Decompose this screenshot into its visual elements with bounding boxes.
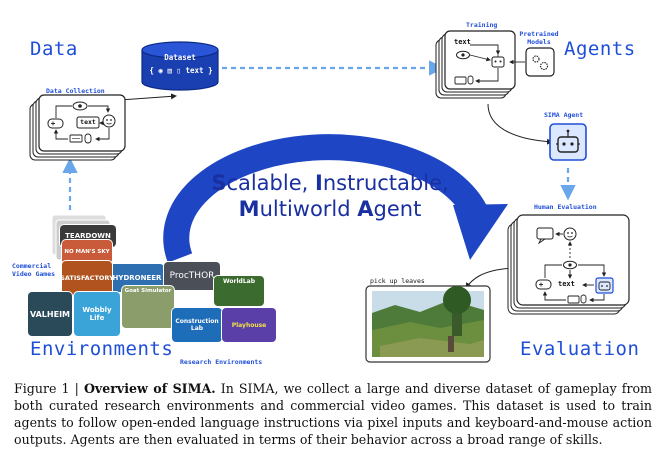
cap-a: A [357, 197, 374, 221]
training-card [435, 30, 516, 99]
tile-wobbly: Wobbly Life [74, 292, 120, 336]
word-multiworld: ultiworld [259, 197, 358, 221]
center-title: Scalable, Instructable, Multiworld Agent [196, 170, 464, 222]
cap-m: M [238, 197, 260, 221]
eval-keyboard-mouse-icon [567, 294, 587, 304]
cycle-arrow [163, 134, 508, 263]
center-title-line-2: Multiworld Agent [196, 196, 464, 222]
speech-bubble-icon [536, 227, 554, 245]
label-agents: Agents [564, 38, 636, 60]
caption-bold: Overview of SIMA. [83, 381, 216, 396]
data-collection-text: text [80, 118, 96, 126]
figure-caption: Figure 1 | Overview of SIMA. In SIMA, we… [14, 380, 652, 448]
caption-body: In SIMA, we collect a large and diverse … [14, 381, 652, 447]
label-pick-up-leaves: pick up leaves [370, 277, 425, 285]
eval-face-icon [563, 227, 577, 241]
training-robot-icon [491, 54, 505, 68]
sima-overview-diagram: Dataset { ◉ ▤ ▯ text } text text text Da… [12, 21, 640, 366]
label-environments: Environments [30, 338, 174, 360]
brace-close-icon: } [208, 66, 213, 75]
label-evaluation: Evaluation [520, 338, 640, 360]
mouse-glyph-icon: ▯ [176, 66, 181, 75]
label-research-envs: Research Environments [180, 358, 263, 366]
training-eye-icon [456, 50, 470, 60]
keyboard-mouse-icon [69, 133, 92, 144]
tile-worldlab: WorldLab [214, 276, 264, 306]
sima-robot-icon [556, 129, 580, 153]
training-keyboard-mouse-icon [454, 75, 474, 85]
label-sima-agent: SIMA Agent [544, 111, 584, 119]
training-text: text [454, 38, 471, 46]
cap-s: S [211, 171, 227, 195]
diagram-canvas [29, 30, 630, 363]
label-pretrained-models: Pretrained Models [519, 30, 559, 46]
word-agent: gent [373, 197, 422, 221]
tile-construction: Construction Lab [172, 308, 222, 342]
eval-robot-icon [595, 277, 614, 294]
eye-icon [72, 101, 88, 111]
eval-text: text [558, 280, 575, 288]
sima-agent-box [549, 123, 587, 161]
dataset-text: text [185, 66, 204, 75]
word-instructable: nstructable, [322, 171, 449, 195]
dataset-title: Dataset [164, 53, 196, 62]
dataset-cylinder [141, 41, 219, 91]
gears-icon [532, 55, 549, 71]
eye-glyph-icon: ◉ [158, 66, 163, 75]
label-data-collection: Data Collection [46, 87, 105, 95]
human-evaluation-card [507, 214, 630, 315]
tile-playhouse: Playhouse [222, 308, 276, 342]
keyboard-glyph-icon: ▤ [167, 66, 172, 75]
label-commercial-games: Commercial Video Games [12, 262, 56, 278]
center-title-line-1: Scalable, Instructable, [196, 170, 464, 196]
training-to-sima-arrow [487, 103, 553, 145]
tile-nomans: NO MAN'S SKY [62, 240, 112, 264]
data-collection-card [29, 94, 126, 161]
word-scalable: calable, [226, 171, 315, 195]
dataset-content: { ◉ ▤ ▯ text } [146, 66, 216, 75]
gameplay-screenshot [365, 285, 491, 363]
label-training: Training [466, 21, 498, 29]
tile-procthor: ProcTHOR [164, 262, 220, 290]
eval-eye-icon [563, 260, 577, 270]
caption-figure-label: Figure 1 | [14, 381, 84, 396]
eval-gamepad-icon [535, 279, 552, 290]
cap-i: I [315, 171, 323, 195]
tile-valheim: VALHEIM [28, 292, 72, 336]
brace-icon: { [149, 66, 154, 75]
label-human-evaluation: Human Evaluation [534, 203, 597, 211]
label-data: Data [30, 38, 78, 60]
collection-to-dataset-arrow [119, 93, 177, 101]
gamepad-icon [47, 118, 64, 129]
tile-goat: Goat Simulator [122, 286, 174, 328]
pretrained-models-box [509, 47, 555, 77]
tile-satisfactory: SATISFACTORY [62, 261, 112, 295]
